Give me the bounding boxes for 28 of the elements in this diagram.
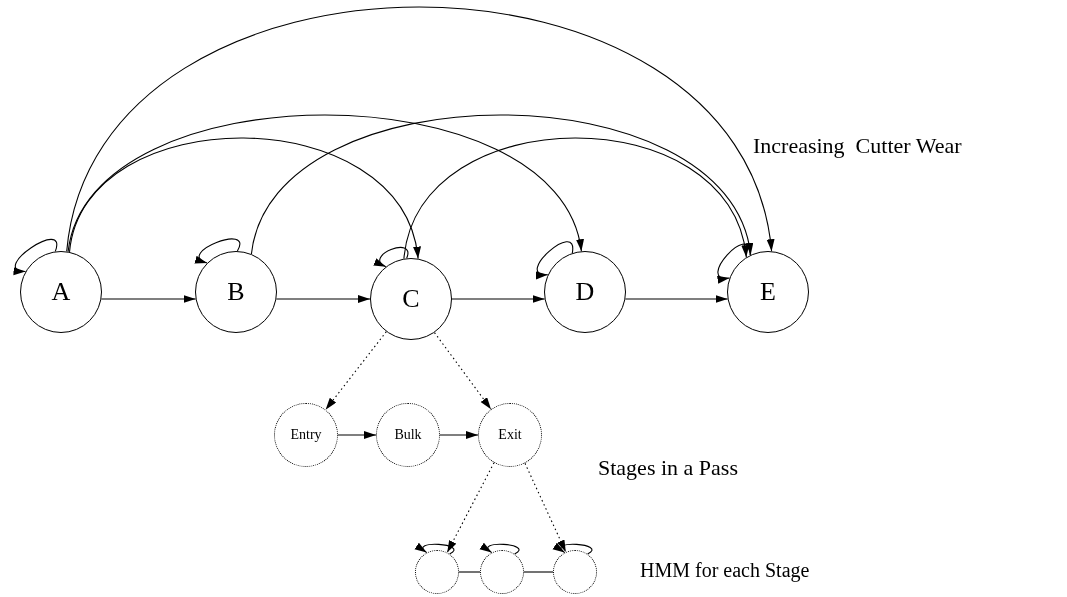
arrow [403, 137, 748, 260]
arrow [100, 295, 197, 303]
arrow [439, 431, 479, 439]
self-loop-arrow [717, 243, 751, 282]
self-loop-arrow [373, 246, 409, 268]
arrow [624, 295, 729, 303]
arrow [66, 6, 773, 252]
self-loop-arrow [415, 541, 455, 555]
arrow [250, 114, 752, 256]
arrow [451, 295, 546, 303]
connector-line [458, 571, 481, 573]
self-loop-arrow [553, 541, 593, 555]
dotted-arrow [446, 462, 495, 554]
arrow [337, 431, 377, 439]
self-loop-arrow [535, 241, 574, 278]
self-loop-arrow [13, 238, 58, 274]
dotted-arrow [325, 331, 387, 411]
self-loop-arrow [194, 238, 241, 264]
dotted-arrow [524, 462, 567, 553]
caption-text: HMM for each Stage [640, 559, 810, 581]
caption-text: Stages in a Pass [598, 456, 738, 481]
arrow [275, 295, 371, 303]
caption-text: Increasing Cutter Wear [753, 134, 962, 159]
connector-line [523, 571, 554, 573]
arrow [67, 114, 582, 253]
arrow [68, 137, 419, 260]
dotted-arrow [433, 332, 492, 410]
self-loop-arrow [480, 541, 520, 555]
